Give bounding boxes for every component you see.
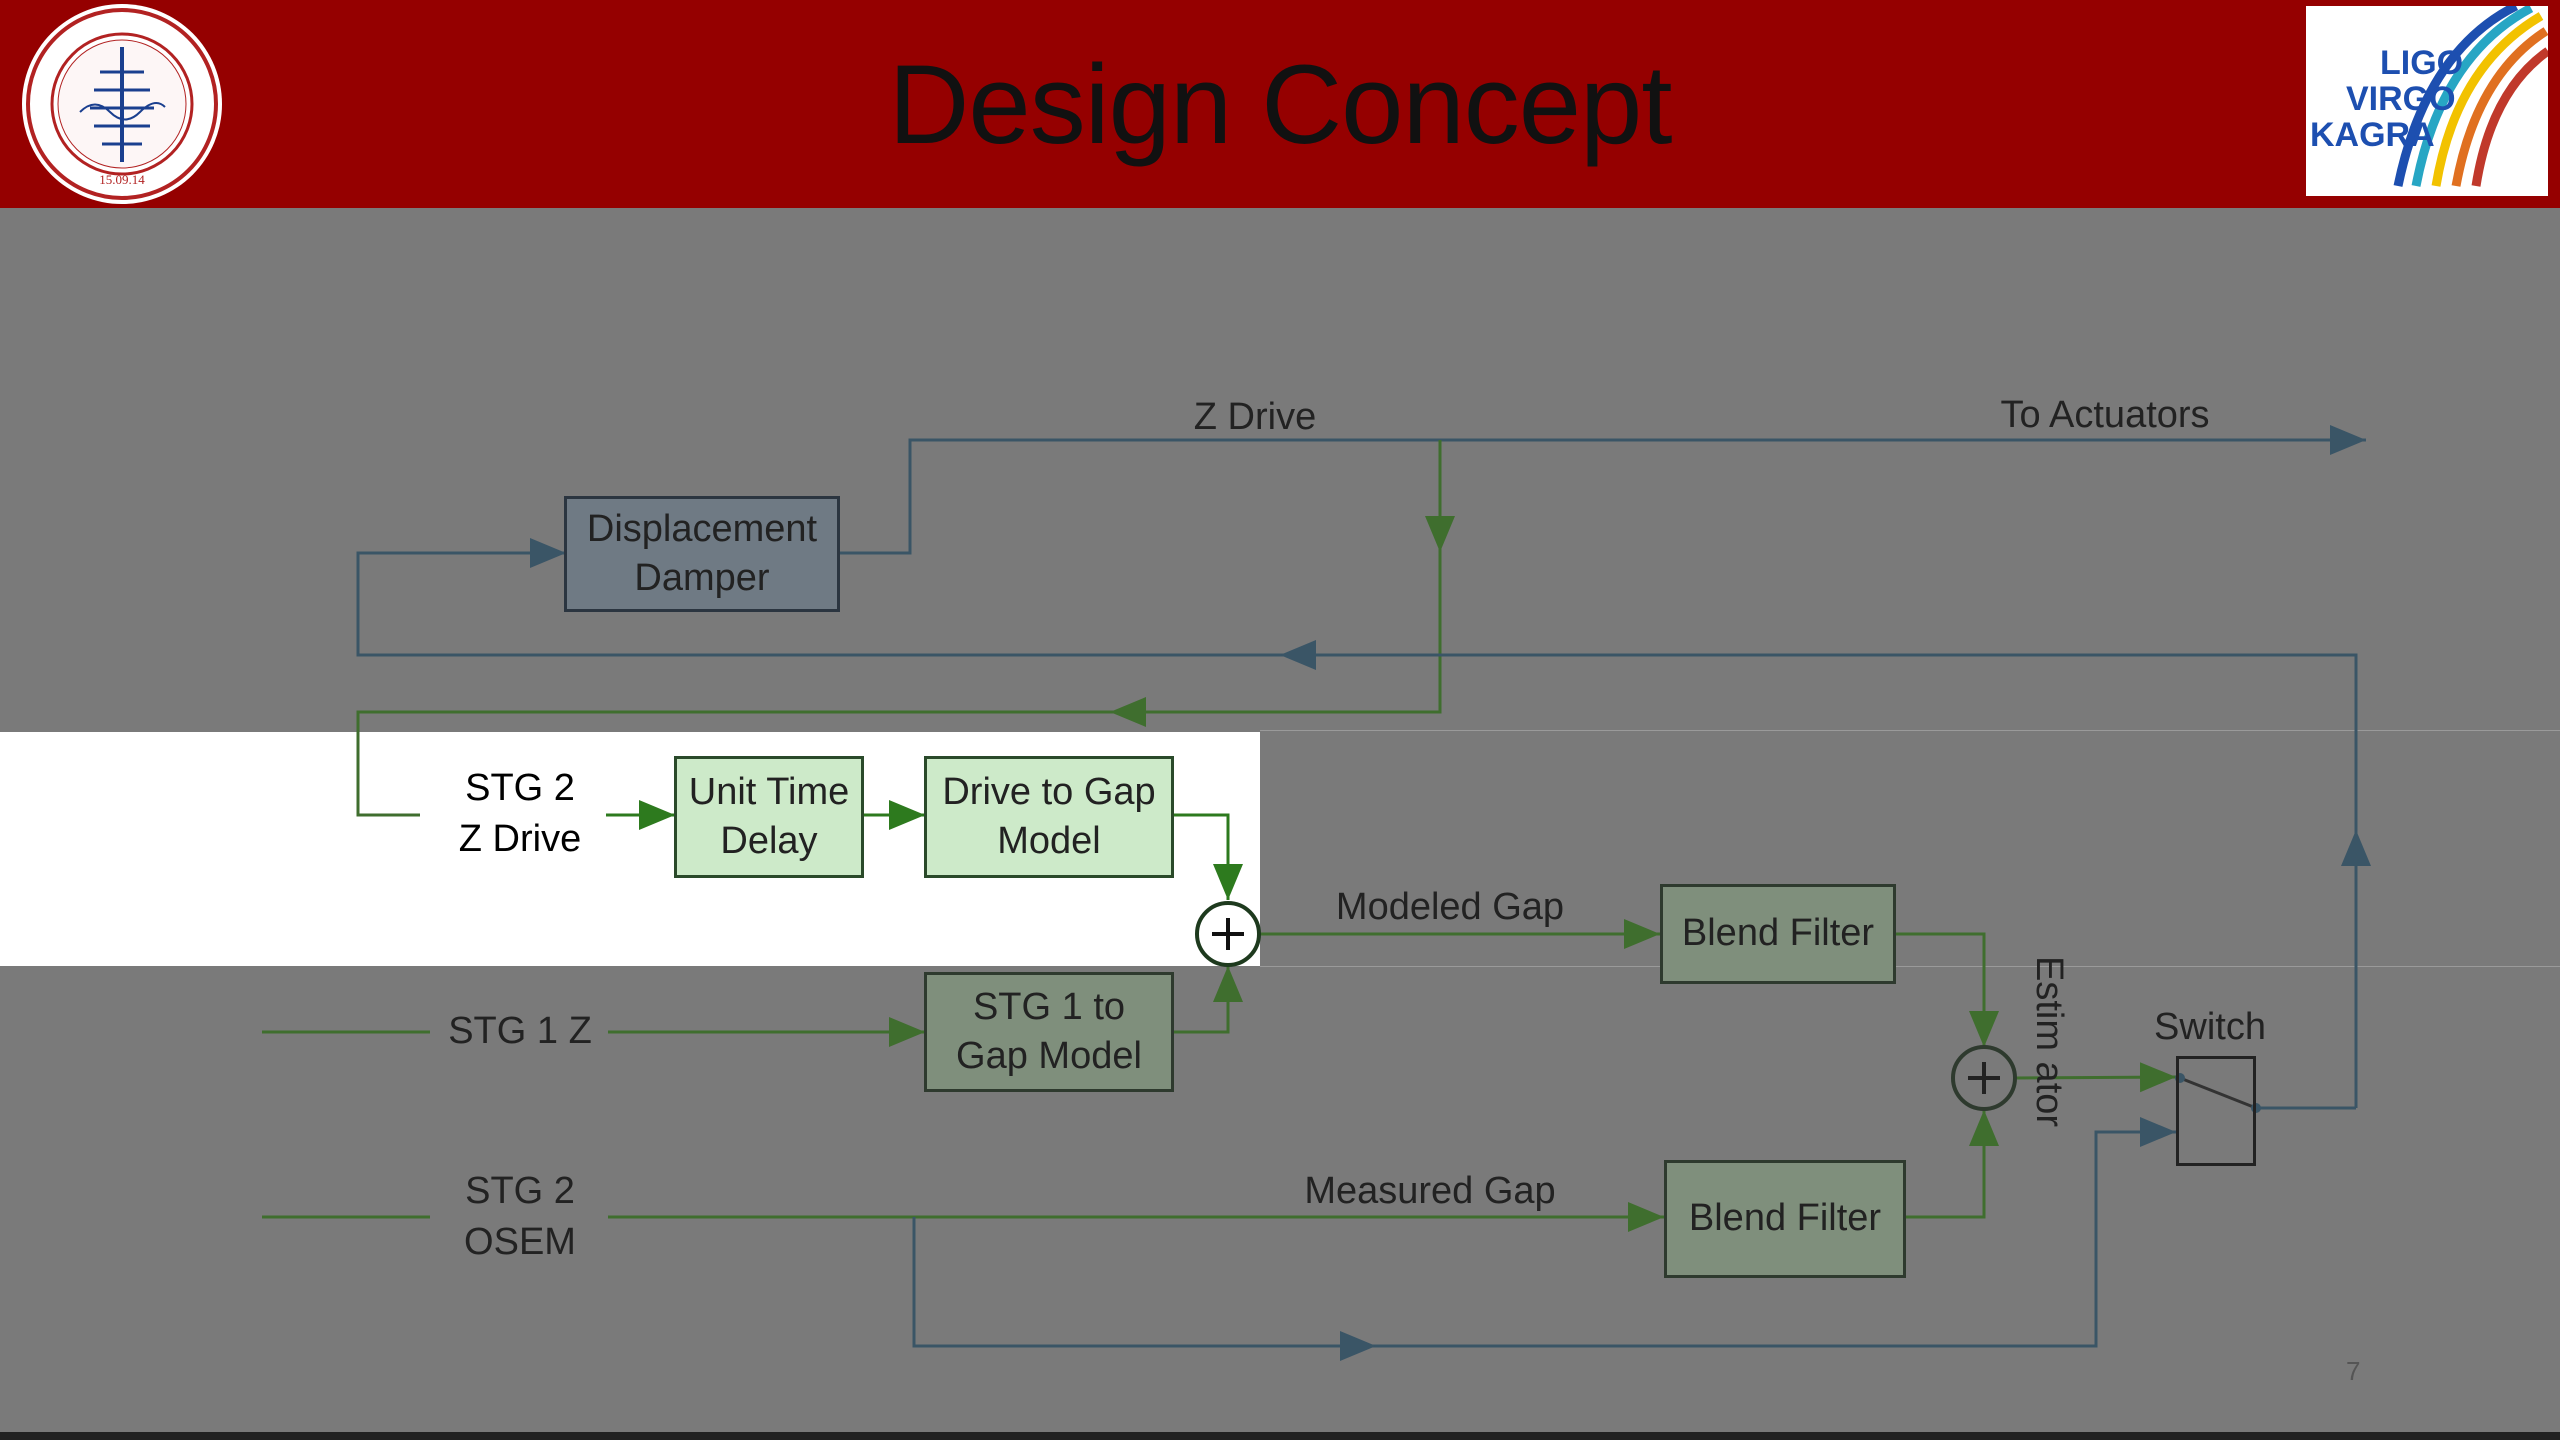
to-actuators-label: To Actuators [2000,394,2210,436]
stg1-to-gap-model-block: STG 1 to Gap Model [924,972,1174,1092]
modeled-gap-label: Modeled Gap [1335,886,1565,928]
stg1-z-label: STG 1 Z [448,1010,592,1052]
stg2-osem-label: STG 2 OSEM [464,1170,576,1264]
blend-filter-bottom-block: Blend Filter [1664,1160,1906,1278]
logo-ligo-text: LIGO [2380,44,2464,82]
stg2-z-drive-label: STG 2 Z Drive [458,767,582,861]
blend-filter-top-block: Blend Filter [1660,884,1896,984]
page-number: 7 [2346,1356,2361,1386]
switch-label: Switch [2154,1006,2266,1048]
divider-line [1260,966,2560,967]
drive-to-gap-model-block: Drive to Gap Model [924,756,1174,878]
summing-junction-1 [1195,901,1261,967]
displacement-damper-block: Displacement Damper [564,496,840,612]
logo-virgo-text: VIRGO [2346,80,2456,118]
divider-line [1260,730,2560,731]
switch-block [2176,1056,2256,1166]
svg-text:15.09.14: 15.09.14 [99,172,145,187]
summing-junction-2 [1951,1045,2017,1111]
estimator-label: Estim ator [2028,956,2070,1128]
z-drive-label: Z Drive [1193,396,1317,438]
slide-header [0,0,2560,208]
stanford-seal-logo: 15.09.14 [22,4,222,204]
unit-time-delay-block: Unit Time Delay [674,756,864,878]
slide-title: Design Concept [888,42,1673,167]
measured-gap-label: Measured Gap [1304,1170,1556,1212]
logo-kagra-text: KAGRA [2310,116,2435,154]
ligo-virgo-kagra-logo: LIGO VIRGO KAGRA [2306,6,2548,196]
bottom-bar [0,1432,2560,1440]
